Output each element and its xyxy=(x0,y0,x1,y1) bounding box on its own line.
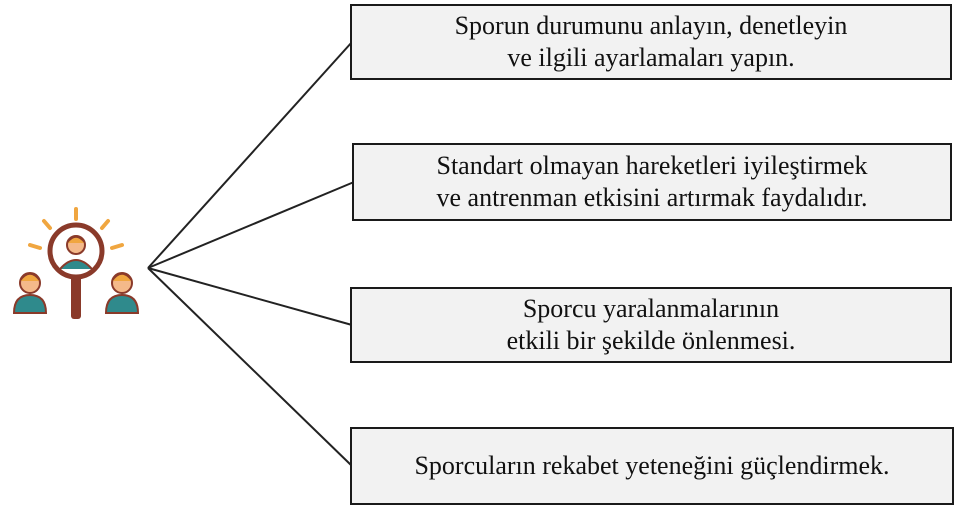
connector-line-2 xyxy=(147,181,355,269)
athlete-analysis-icon xyxy=(10,205,142,325)
benefit-box-1-line-2: ve ilgili ayarlamaları yapın. xyxy=(507,43,795,72)
benefit-box-2-line-2: ve antrenman etkisini artırmak faydalıdı… xyxy=(436,183,868,212)
benefit-box-3-line-1: Sporcu yaralanmalarının xyxy=(522,294,780,323)
benefit-box-3-line-2: etkili bir şekilde önlenmesi. xyxy=(506,326,796,355)
connector-line-3 xyxy=(147,267,353,326)
benefit-box-2-line-1: Standart olmayan hareketleri iyileştirme… xyxy=(436,151,868,180)
benefit-box-2: Standart olmayan hareketleri iyileştirme… xyxy=(352,143,952,221)
connector-line-4 xyxy=(147,267,353,467)
connector-line-1 xyxy=(147,41,353,269)
magnifier-people-icon xyxy=(12,207,140,319)
benefit-box-1: Sporun durumunu anlayın, denetleyin ve i… xyxy=(350,4,952,80)
benefit-box-3: Sporcu yaralanmalarının etkili bir şekil… xyxy=(350,287,952,363)
benefit-box-4-line-1: Sporcuların rekabet yeteneğini güçlendir… xyxy=(414,451,890,480)
benefit-box-4: Sporcuların rekabet yeteneğini güçlendir… xyxy=(350,427,954,505)
benefit-box-1-line-1: Sporun durumunu anlayın, denetleyin xyxy=(454,11,848,40)
